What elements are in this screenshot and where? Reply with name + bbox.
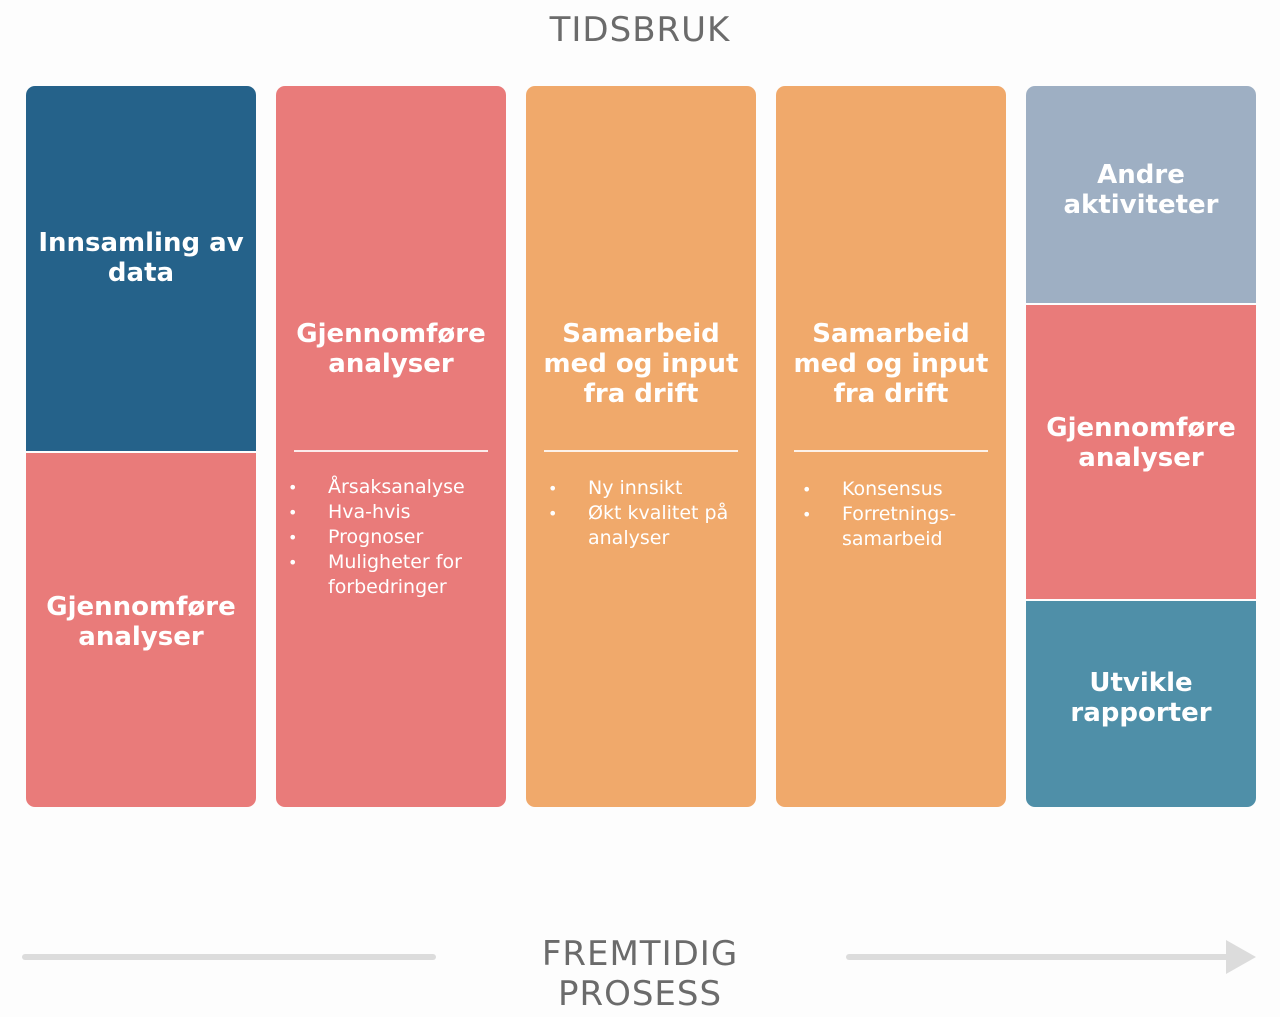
title-line: Gjennomføre <box>296 319 486 349</box>
title-line: Gjennomføre <box>46 592 236 622</box>
title-line: Andre <box>1097 160 1185 190</box>
segment-utvikle-rapporter: Utvikle rapporter <box>1026 601 1256 807</box>
bullet-item: Økt kvalitet på analyser <box>548 501 748 551</box>
title-line: Innsamling av <box>38 228 244 258</box>
title-line: Utvikle <box>1089 668 1193 698</box>
bullet-item: Prognoser <box>288 525 498 550</box>
diagram-title: TIDSBRUK <box>549 10 731 50</box>
title-line: med og input <box>543 349 739 379</box>
title-line: analyser <box>328 349 454 379</box>
segment-andre-aktiviteter: Andre aktiviteter <box>1026 86 1256 303</box>
column-4: Samarbeid med og input fra drift Konsens… <box>776 86 1006 807</box>
title-line: fra drift <box>833 379 949 409</box>
bullet-item: Ny innsikt <box>548 476 748 501</box>
bullet-item: Konsensus <box>802 477 972 502</box>
bullet-list: Ny innsikt Økt kvalitet på analyser <box>548 476 748 551</box>
title-line: analyser <box>78 622 204 652</box>
column-5: Andre aktiviteter Gjennomføre analyser U… <box>1026 86 1256 807</box>
segment-title: Utvikle rapporter <box>1026 668 1256 728</box>
title-line: fra drift <box>583 379 699 409</box>
process-label-line: FREMTIDIG <box>541 934 739 974</box>
bullet-item: Hva-hvis <box>288 500 498 525</box>
arrow-line-right <box>846 954 1230 960</box>
title-line: Samarbeid <box>562 319 720 349</box>
column-title: Samarbeid med og input fra drift <box>776 319 1006 409</box>
bullet-item: Muligheter for forbedringer <box>288 550 498 600</box>
title-line: Samarbeid <box>812 319 970 349</box>
segment-title: Innsamling av data <box>26 228 256 288</box>
process-label-line: PROSESS <box>557 974 723 1014</box>
title-line: med og input <box>793 349 989 379</box>
title-line: Gjennomføre <box>1046 413 1236 443</box>
divider <box>544 450 738 452</box>
divider <box>294 450 488 452</box>
bullet-list: Årsaksanalyse Hva-hvis Prognoser Mulighe… <box>288 475 498 600</box>
title-line: aktiviteter <box>1063 190 1219 220</box>
bullet-item: Årsaksanalyse <box>288 475 498 500</box>
divider <box>794 450 988 452</box>
title-line: rapporter <box>1070 698 1212 728</box>
bullet-list: Konsensus Forretnings-samarbeid <box>802 477 972 552</box>
segment-gjennomfore-analyser: Gjennomføre analyser <box>1026 305 1256 599</box>
column-2: Gjennomføre analyser Årsaksanalyse Hva-h… <box>276 86 506 807</box>
column-title: Gjennomføre analyser <box>276 319 506 379</box>
segment-title: Gjennomføre analyser <box>1026 413 1256 473</box>
process-label: FREMTIDIG PROSESS <box>440 934 840 1014</box>
segment-gjennomfore-analyser: Gjennomføre analyser <box>26 453 256 807</box>
segment-innsamling-av-data: Innsamling av data <box>26 86 256 451</box>
column-3: Samarbeid med og input fra drift Ny inns… <box>526 86 756 807</box>
title-line: analyser <box>1078 443 1204 473</box>
segment-title: Gjennomføre analyser <box>26 592 256 652</box>
arrow-line-left <box>22 954 436 960</box>
column-title: Samarbeid med og input fra drift <box>526 319 756 409</box>
segment-title: Andre aktiviteter <box>1026 160 1256 220</box>
title-line: data <box>107 258 175 288</box>
column-1: Innsamling av data Gjennomføre analyser <box>26 86 256 807</box>
arrow-head-icon <box>1226 940 1256 974</box>
bullet-item: Forretnings-samarbeid <box>802 502 972 552</box>
